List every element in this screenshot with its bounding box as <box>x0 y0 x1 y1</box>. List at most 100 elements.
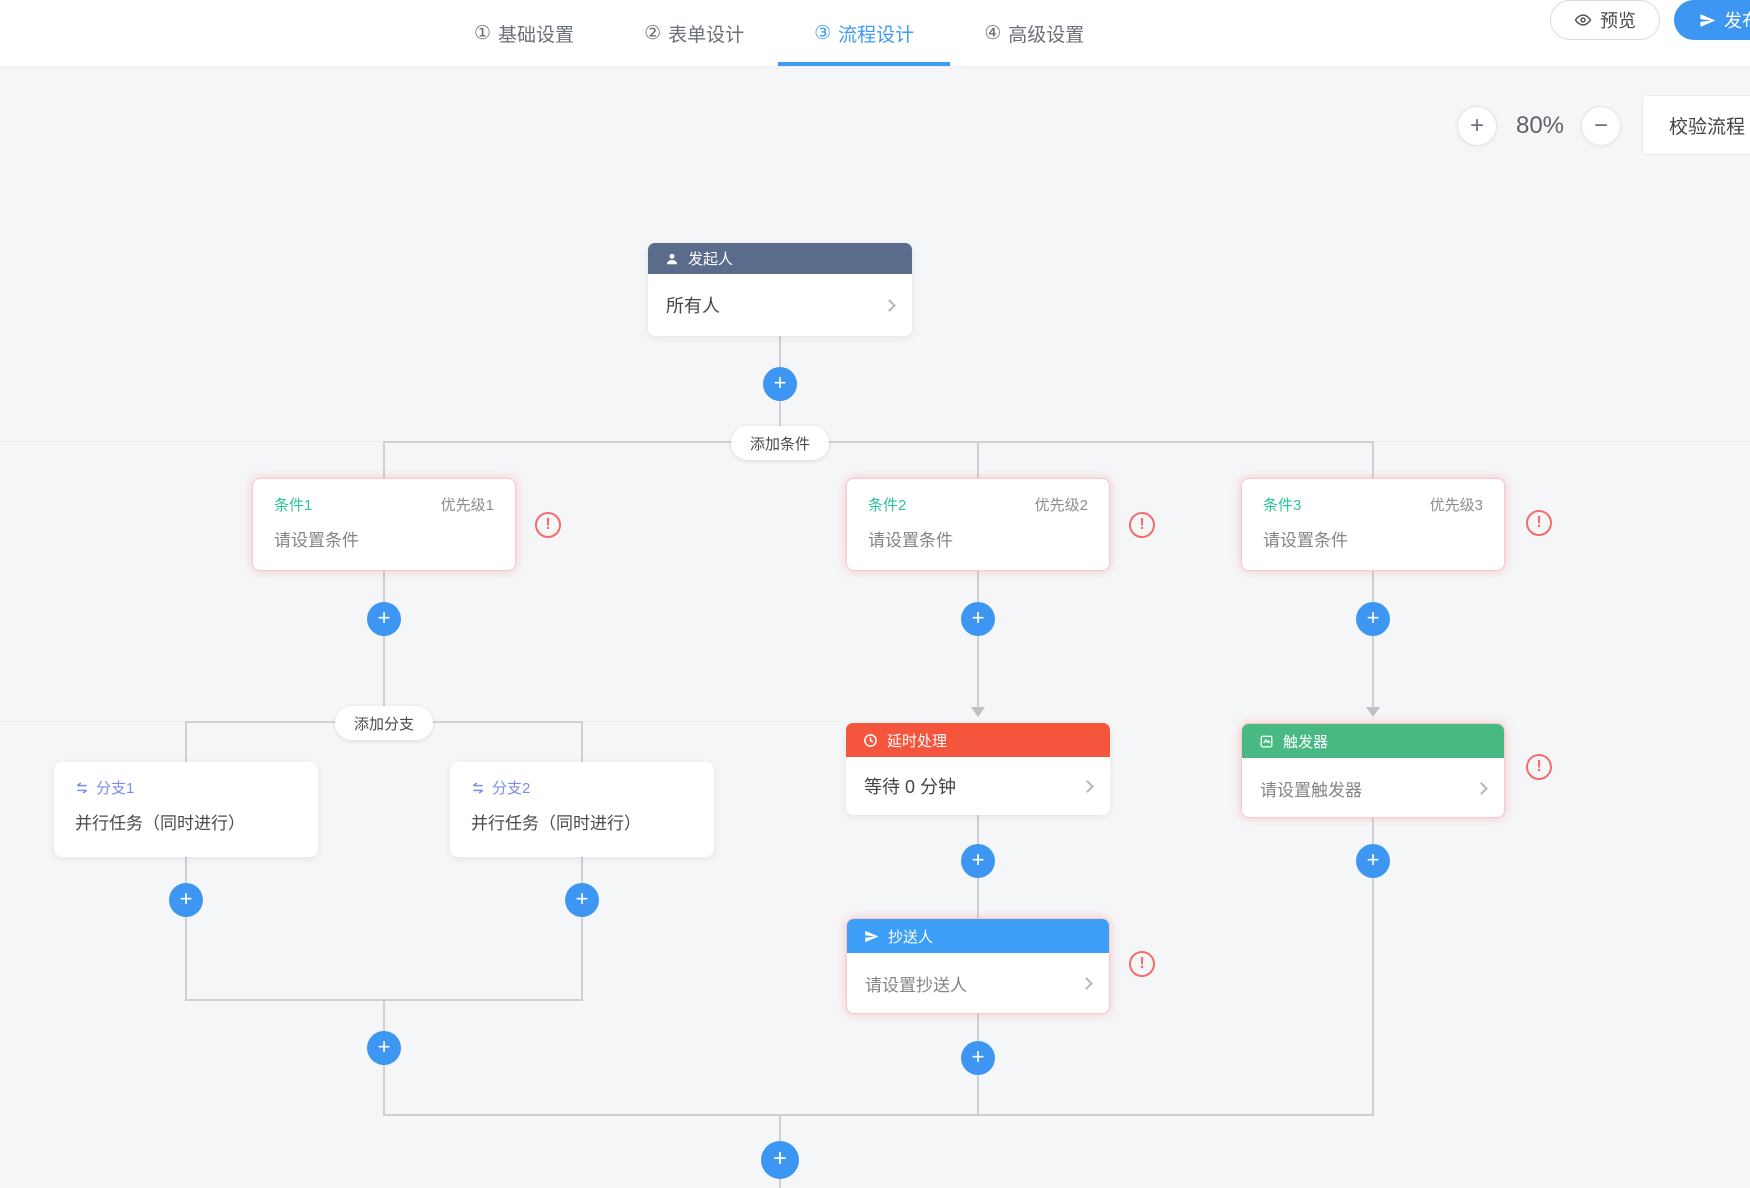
add-branch-button[interactable]: 添加分支 <box>335 706 433 740</box>
clock-icon <box>864 733 877 747</box>
add-condition-label: 添加条件 <box>749 435 810 453</box>
zoom-out-button[interactable]: − <box>1581 106 1621 146</box>
warning-glyph: ! <box>1536 758 1542 775</box>
branch-desc: 并行任务（同时进行） <box>471 814 641 833</box>
plus-icon: + <box>971 1044 985 1069</box>
condition-placeholder: 请设置条件 <box>1263 531 1348 550</box>
cc-node-title: 抄送人 <box>888 928 934 946</box>
warning-glyph: ! <box>1536 514 1542 531</box>
connector-line <box>1372 571 1374 708</box>
add-node-button[interactable]: + <box>565 883 599 917</box>
plus-icon: + <box>377 605 391 630</box>
delay-node-header: 延时处理 <box>846 723 1110 757</box>
step-number: ① <box>474 22 492 44</box>
cc-node-placeholder: 请设置抄送人 <box>865 976 967 995</box>
connector-line <box>383 441 1374 443</box>
connector-line <box>185 721 187 763</box>
connector-line <box>383 571 385 722</box>
branch-name-label: 分支1 <box>96 780 135 797</box>
chevron-right-icon <box>1081 779 1094 793</box>
connector-line <box>185 857 187 1000</box>
person-icon <box>667 253 677 264</box>
add-node-button[interactable]: + <box>961 844 995 878</box>
branch-name-label: 分支2 <box>492 780 531 797</box>
tab-flow-design[interactable]: ③ 流程设计 <box>778 0 951 66</box>
condition-name: 条件1 <box>274 497 313 514</box>
plus-icon: + <box>1366 847 1380 872</box>
preview-label: 预览 <box>1600 11 1636 31</box>
zoom-level: 80% <box>1515 112 1565 139</box>
plus-icon: + <box>971 605 985 630</box>
start-node-value: 所有人 <box>666 296 720 316</box>
parallel-branch-icon <box>76 781 88 794</box>
step-label: 表单设计 <box>668 24 745 46</box>
add-node-button[interactable]: + <box>1356 602 1390 636</box>
cc-node-header: 抄送人 <box>847 919 1109 953</box>
connector-line <box>1372 441 1374 478</box>
eye-icon <box>1574 14 1592 26</box>
plus-icon: + <box>377 1034 391 1059</box>
trigger-node-title: 触发器 <box>1283 733 1329 751</box>
step-label: 基础设置 <box>498 24 575 46</box>
step-number: ④ <box>984 22 1002 44</box>
cc-node[interactable]: 抄送人 请设置抄送人 <box>846 918 1110 1014</box>
start-node[interactable]: 发起人 所有人 <box>648 243 912 336</box>
arrow-down-icon <box>1366 707 1380 717</box>
chevron-right-icon <box>1080 977 1093 990</box>
condition-node-1[interactable]: 条件1 优先级1 请设置条件 <box>252 478 516 571</box>
add-node-button[interactable]: + <box>961 602 995 636</box>
plus-icon: + <box>773 370 787 395</box>
warning-glyph: ! <box>545 516 551 533</box>
tab-form-design[interactable]: ② 表单设计 <box>638 0 750 66</box>
warning-icon: ! <box>535 512 561 538</box>
add-node-button[interactable]: + <box>169 883 203 917</box>
add-node-button[interactable]: + <box>763 367 797 401</box>
condition-node-2[interactable]: 条件2 优先级2 请设置条件 <box>846 478 1110 571</box>
start-node-title: 发起人 <box>688 251 734 268</box>
trigger-node[interactable]: 触发器 请设置触发器 <box>1241 723 1505 818</box>
tab-advanced-settings[interactable]: ④ 高级设置 <box>978 0 1090 66</box>
warning-icon: ! <box>1526 754 1552 780</box>
parallel-branch-icon <box>472 781 484 794</box>
warning-icon: ! <box>1129 512 1155 538</box>
preview-button[interactable]: 预览 <box>1550 0 1660 40</box>
add-node-button[interactable]: + <box>1356 844 1390 878</box>
condition-priority: 优先级3 <box>1429 497 1483 514</box>
connector-line <box>581 857 583 1000</box>
add-condition-button[interactable]: 添加条件 <box>731 426 829 460</box>
publish-label: 发布 <box>1724 11 1750 31</box>
condition-node-3[interactable]: 条件3 优先级3 请设置条件 <box>1241 478 1505 571</box>
start-node-header: 发起人 <box>648 243 912 274</box>
branch-node-2[interactable]: 分支2 并行任务（同时进行） <box>450 762 714 857</box>
condition-placeholder: 请设置条件 <box>274 531 359 550</box>
branch-desc: 并行任务（同时进行） <box>75 814 245 833</box>
branch-node-1[interactable]: 分支1 并行任务（同时进行） <box>54 762 318 857</box>
tab-basic-settings[interactable]: ① 基础设置 <box>468 0 580 66</box>
connector-line <box>977 571 979 708</box>
step-tabs: ① 基础设置 ② 表单设计 ③ 流程设计 ④ 高级设置 <box>468 0 1090 66</box>
paper-plane-icon <box>865 930 879 942</box>
add-node-button[interactable]: + <box>367 1031 401 1065</box>
delay-node[interactable]: 延时处理 等待 0 分钟 <box>846 723 1110 815</box>
add-node-button[interactable]: + <box>761 1141 799 1179</box>
add-node-button[interactable]: + <box>367 602 401 636</box>
validate-label: 校验流程 <box>1669 116 1746 138</box>
plus-icon: + <box>1469 112 1484 139</box>
plus-icon: + <box>575 886 589 911</box>
add-branch-label: 添加分支 <box>353 715 414 733</box>
add-node-button[interactable]: + <box>961 1041 995 1075</box>
chevron-right-icon <box>1475 781 1488 795</box>
step-label: 流程设计 <box>838 24 915 46</box>
trigger-icon <box>1260 735 1273 747</box>
validate-flow-button[interactable]: 校验流程 <box>1642 95 1750 155</box>
arrow-down-icon <box>971 707 985 717</box>
step-number: ③ <box>814 22 832 44</box>
warning-icon: ! <box>1129 951 1155 977</box>
chevron-right-icon <box>883 298 896 312</box>
plus-icon: + <box>772 1145 787 1172</box>
plus-icon: + <box>179 886 193 911</box>
minus-icon: − <box>1593 112 1608 139</box>
warning-glyph: ! <box>1139 516 1145 533</box>
publish-button[interactable]: 发布 <box>1674 0 1750 40</box>
zoom-in-button[interactable]: + <box>1457 106 1497 146</box>
